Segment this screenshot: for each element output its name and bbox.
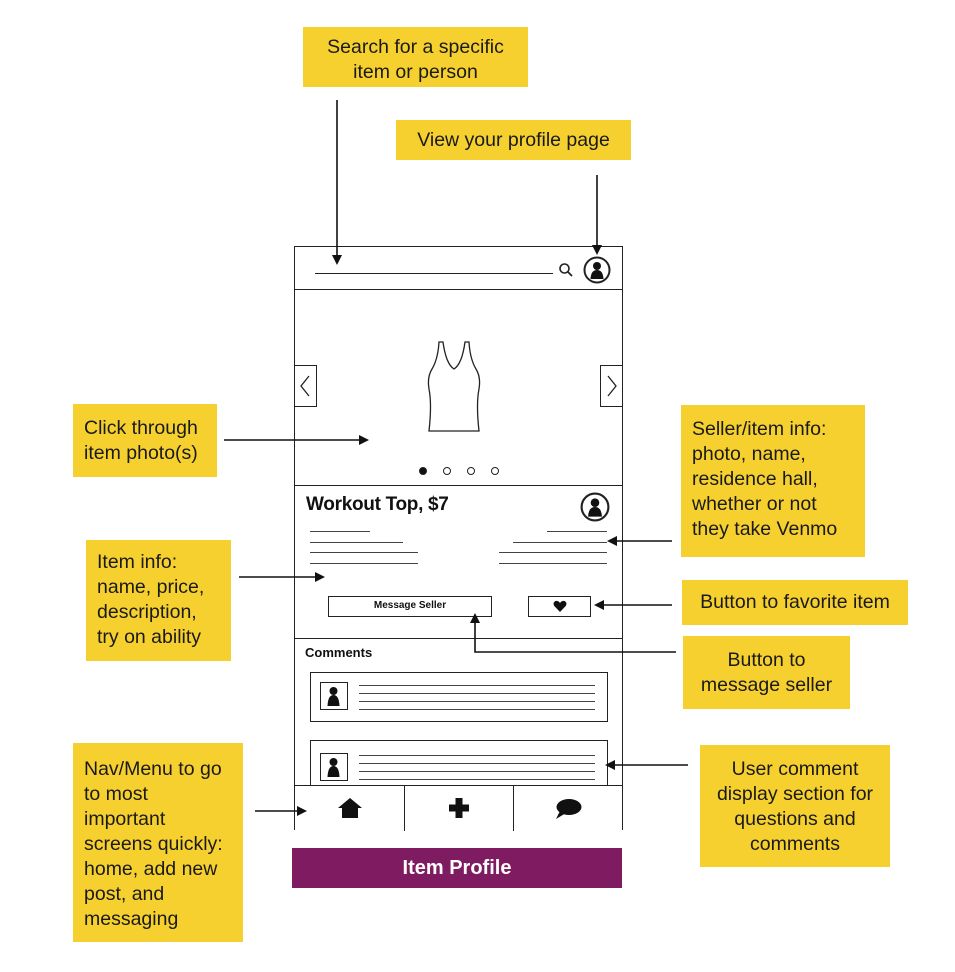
comment-line bbox=[359, 701, 595, 702]
note-message: Button to message seller bbox=[683, 636, 850, 709]
comment-line bbox=[359, 709, 595, 710]
item-info-section: Workout Top, $7 Message Seller bbox=[295, 486, 622, 639]
top-bar bbox=[295, 247, 622, 290]
note-nav: Nav/Menu to go to most important screens… bbox=[73, 743, 243, 942]
carousel-dots bbox=[419, 465, 499, 477]
comment-card bbox=[310, 740, 608, 785]
commenter-avatar bbox=[320, 753, 348, 781]
seller-info-line bbox=[513, 542, 607, 543]
comment-line bbox=[359, 779, 595, 780]
comment-line bbox=[359, 755, 595, 756]
note-photos: Click through item photo(s) bbox=[73, 404, 217, 477]
heart-icon bbox=[553, 600, 566, 612]
nav-add-post[interactable] bbox=[405, 786, 514, 831]
comments-label: Comments bbox=[305, 645, 373, 660]
chevron-right-icon bbox=[607, 375, 617, 397]
nav-messages[interactable] bbox=[514, 786, 622, 831]
note-comments: User comment display section for questio… bbox=[700, 745, 890, 867]
tank-top-photo bbox=[427, 341, 481, 432]
carousel-dot[interactable] bbox=[467, 467, 475, 475]
seller-info-line bbox=[547, 531, 607, 532]
carousel-next-button[interactable] bbox=[600, 365, 622, 407]
item-profile-label: Item Profile bbox=[292, 848, 622, 888]
seller-info-line bbox=[499, 563, 607, 564]
description-line bbox=[310, 542, 403, 543]
chat-icon bbox=[556, 799, 582, 819]
note-search: Search for a specific item or person bbox=[303, 27, 528, 87]
comment-card bbox=[310, 672, 608, 722]
bottom-nav bbox=[295, 785, 622, 831]
comments-section: Comments bbox=[295, 639, 622, 785]
profile-avatar-icon[interactable] bbox=[583, 256, 611, 284]
seller-avatar-icon[interactable] bbox=[580, 492, 610, 522]
phone-wireframe: Workout Top, $7 Message Seller Comments bbox=[294, 246, 623, 831]
note-item-info: Item info: name, price, description, try… bbox=[86, 540, 231, 661]
commenter-avatar bbox=[320, 682, 348, 710]
description-line bbox=[310, 563, 418, 564]
comment-line bbox=[359, 763, 595, 764]
carousel-prev-button[interactable] bbox=[295, 365, 317, 407]
comment-line bbox=[359, 685, 595, 686]
note-seller-info: Seller/item info: photo, name, residence… bbox=[681, 405, 865, 557]
person-icon bbox=[327, 758, 340, 777]
plus-icon bbox=[449, 798, 469, 818]
comment-line bbox=[359, 693, 595, 694]
search-icon[interactable] bbox=[558, 262, 574, 278]
comment-line bbox=[359, 771, 595, 772]
person-icon bbox=[327, 687, 340, 706]
item-title: Workout Top, $7 bbox=[306, 494, 449, 515]
chevron-left-icon bbox=[300, 375, 310, 397]
carousel-dot[interactable] bbox=[443, 467, 451, 475]
nav-home[interactable] bbox=[295, 786, 405, 831]
search-input[interactable] bbox=[315, 273, 553, 274]
photo-carousel bbox=[295, 290, 622, 486]
description-line bbox=[310, 531, 370, 532]
note-favorite: Button to favorite item bbox=[682, 580, 908, 625]
favorite-button[interactable] bbox=[528, 596, 591, 617]
note-profile: View your profile page bbox=[396, 120, 631, 160]
home-icon bbox=[338, 798, 362, 818]
description-line bbox=[310, 552, 418, 553]
carousel-dot[interactable] bbox=[419, 467, 427, 475]
seller-info-line bbox=[499, 552, 607, 553]
message-seller-button[interactable]: Message Seller bbox=[328, 596, 492, 617]
carousel-dot[interactable] bbox=[491, 467, 499, 475]
